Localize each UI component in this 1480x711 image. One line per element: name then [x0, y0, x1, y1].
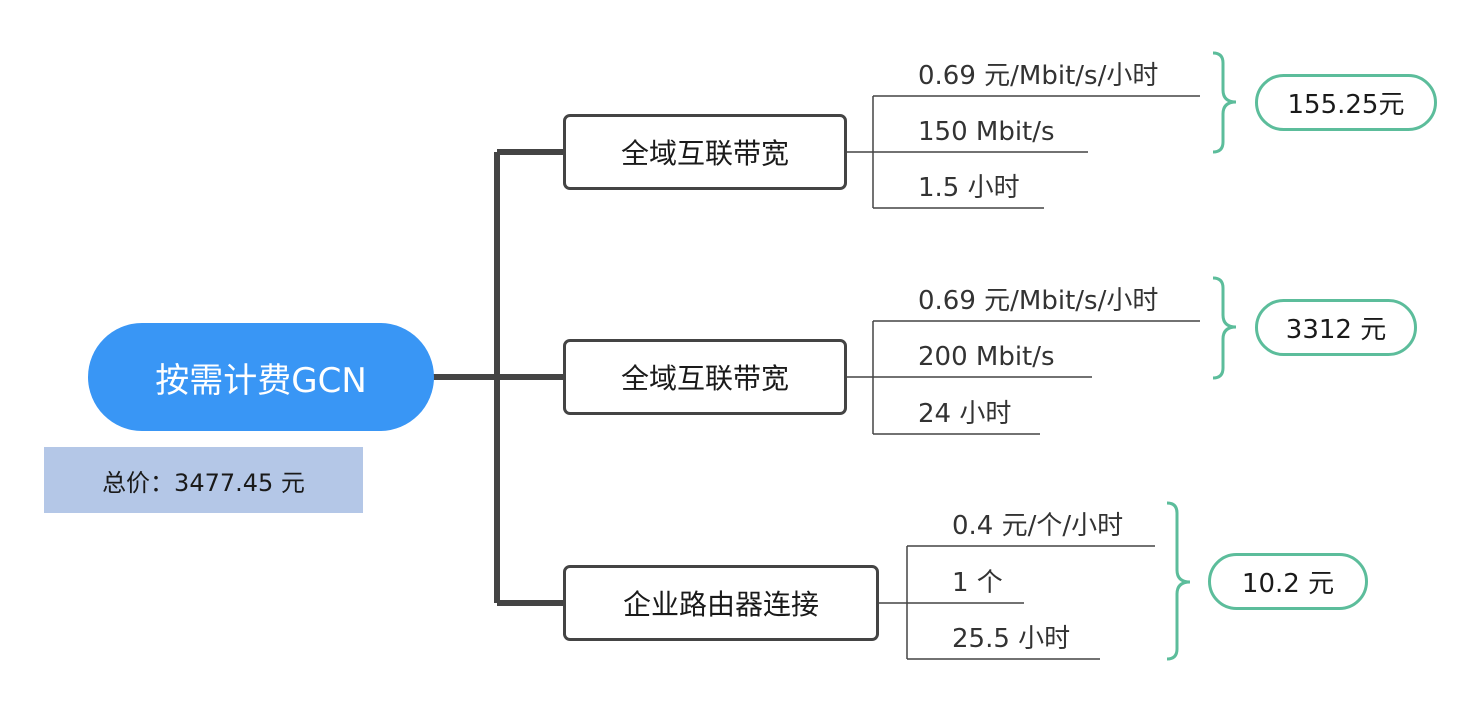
leaf-connectors-1 — [845, 95, 1200, 209]
root-node: 按需计费GCN — [88, 323, 434, 431]
total-price-label: 总价：3477.45 元 — [102, 468, 305, 497]
result-node-1: 155.25元 — [1255, 74, 1437, 131]
leaf-connectors-3 — [878, 545, 1155, 660]
leaf-3-count: 1 个 — [952, 568, 1003, 598]
leaf-3-unit-price: 0.4 元/个/小时 — [952, 511, 1124, 541]
result-label-2: 3312 元 — [1285, 315, 1387, 345]
leaf-3-duration: 25.5 小时 — [952, 624, 1071, 654]
leaf-1-bandwidth: 150 Mbit/s — [918, 117, 1055, 147]
branch-label-1: 全域互联带宽 — [620, 137, 789, 170]
result-label-1: 155.25元 — [1287, 90, 1405, 120]
result-node-2: 3312 元 — [1255, 299, 1417, 356]
leaf-1-duration: 1.5 小时 — [918, 173, 1020, 203]
total-price-box: 总价：3477.45 元 — [44, 447, 363, 513]
result-node-3: 10.2 元 — [1208, 553, 1368, 610]
branch-node-2: 全域互联带宽 — [563, 339, 847, 415]
leaf-2-bandwidth: 200 Mbit/s — [918, 342, 1055, 372]
brace-2 — [1212, 276, 1237, 380]
result-label-3: 10.2 元 — [1241, 569, 1335, 599]
brace-3 — [1166, 501, 1191, 661]
leaf-1-unit-price: 0.69 元/Mbit/s/小时 — [918, 61, 1159, 91]
branch-node-3: 企业路由器连接 — [563, 565, 879, 641]
branch-node-1: 全域互联带宽 — [563, 114, 847, 190]
root-label: 按需计费GCN — [155, 360, 367, 401]
leaf-2-duration: 24 小时 — [918, 399, 1012, 429]
branch-label-2: 全域互联带宽 — [620, 362, 789, 395]
leaf-2-unit-price: 0.69 元/Mbit/s/小时 — [918, 286, 1159, 316]
leaf-connectors-2 — [845, 320, 1200, 435]
brace-1 — [1212, 51, 1237, 154]
branch-label-3: 企业路由器连接 — [622, 588, 819, 621]
